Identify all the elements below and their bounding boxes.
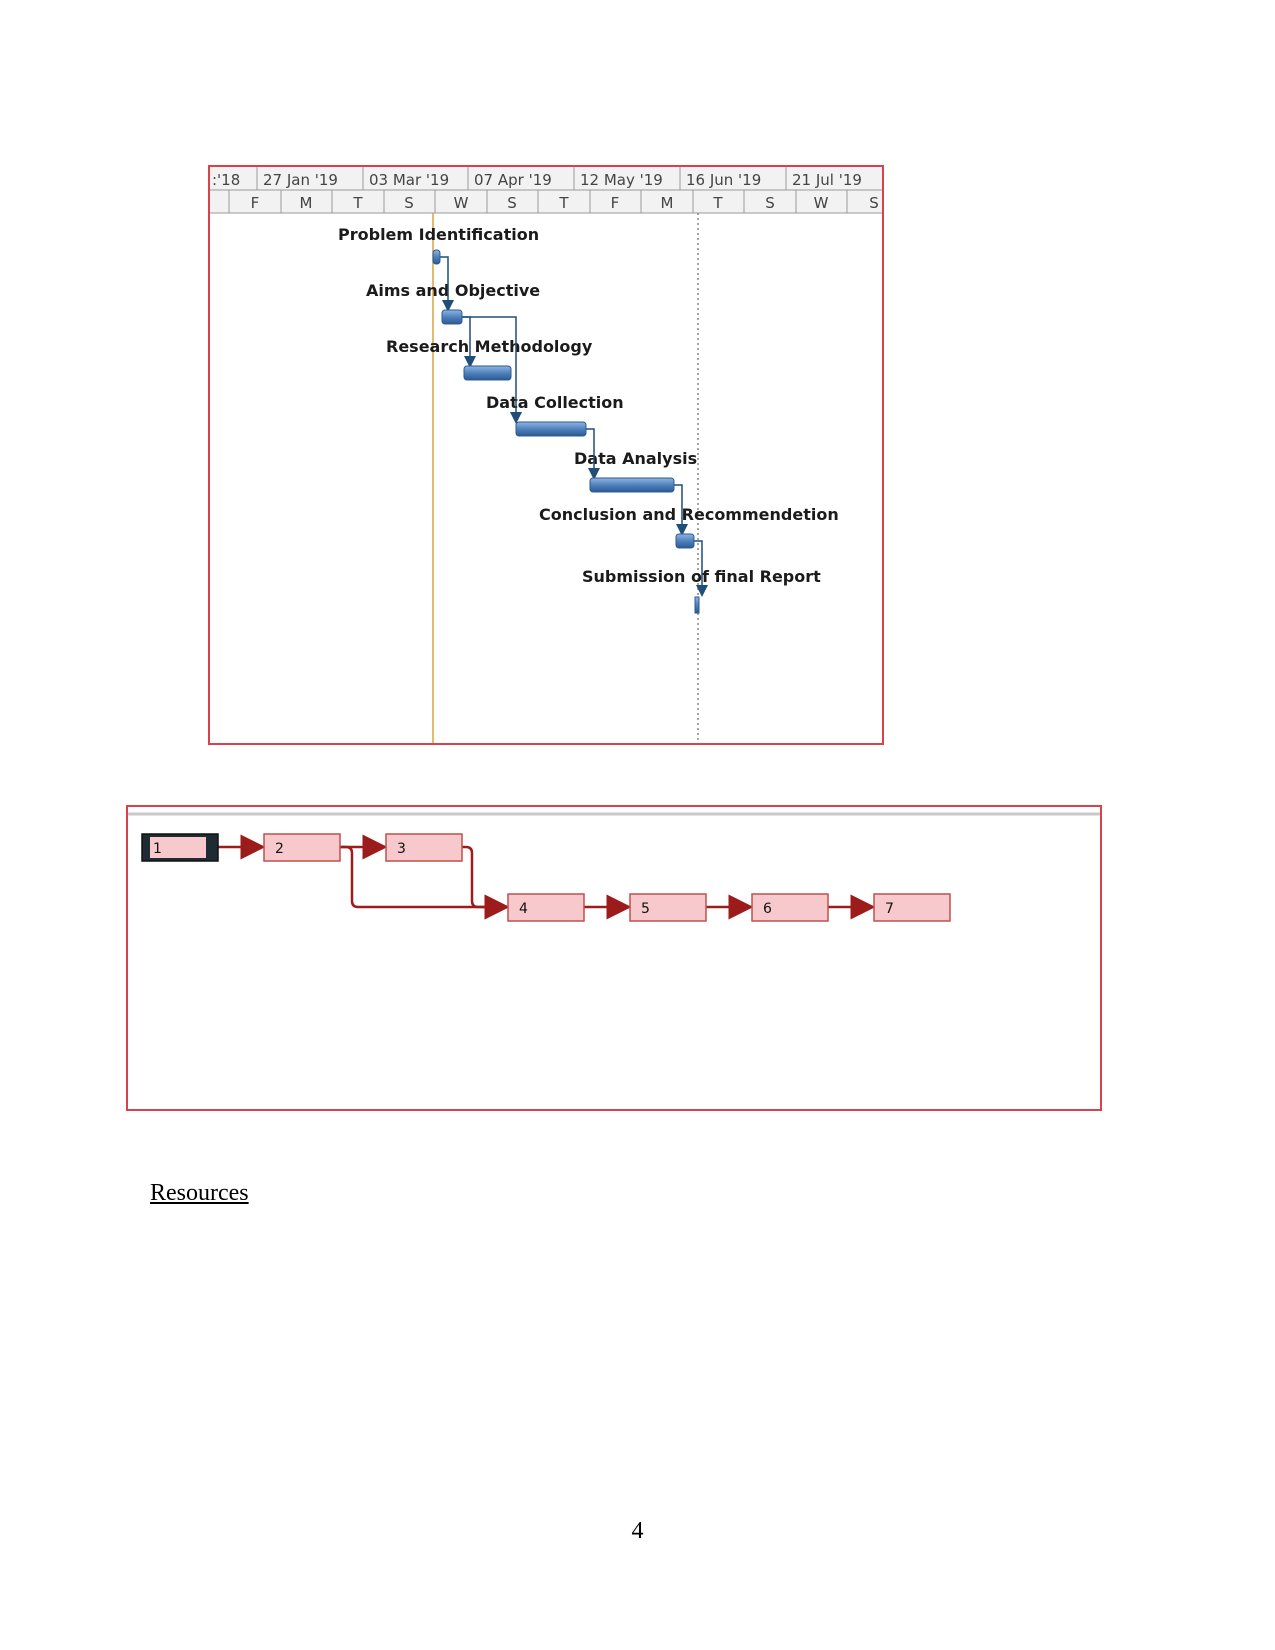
task-label: Research Methodology <box>386 337 593 356</box>
bottom-tick-label: S <box>507 194 517 212</box>
bottom-tick-label: F <box>251 194 260 212</box>
dependency-link <box>694 540 708 597</box>
bottom-tick-label: T <box>558 194 569 212</box>
top-tick-label: 12 May '19 <box>580 171 663 189</box>
gantt-chart: :'18 27 Jan '19 03 Mar '19 07 Apr '19 12… <box>208 165 884 745</box>
top-timescale: :'18 27 Jan '19 03 Mar '19 07 Apr '19 12… <box>212 167 862 190</box>
network-node[interactable]: 4 <box>507 893 585 922</box>
top-tick-label: 27 Jan '19 <box>263 171 338 189</box>
bottom-tick-label: M <box>661 194 674 212</box>
node-label: 5 <box>641 901 650 917</box>
dependency-arrow <box>462 845 510 920</box>
bottom-tick-label: W <box>814 194 829 212</box>
task-label: Data Collection <box>486 393 624 412</box>
bottom-tick-label: S <box>765 194 775 212</box>
task-label: Data Analysis <box>574 449 697 468</box>
dependency-link <box>586 428 600 480</box>
network-node[interactable]: 2 <box>263 833 341 862</box>
dependency-arrow <box>340 845 510 920</box>
dependency-link <box>674 484 688 536</box>
top-tick-label: 03 Mar '19 <box>369 171 449 189</box>
node-label: 6 <box>763 901 772 917</box>
task-label: Conclusion and Recommendetion <box>539 505 839 524</box>
resources-heading: Resources <box>150 1180 249 1206</box>
node-label: 3 <box>397 841 406 857</box>
task-bar[interactable] <box>441 309 463 325</box>
task-label: Aims and Objective <box>366 281 540 300</box>
network-node[interactable]: 5 <box>629 893 707 922</box>
page-number: 4 <box>631 1518 644 1544</box>
task-label: Problem Identification <box>338 225 539 244</box>
node-label: 2 <box>275 841 284 857</box>
task-bar[interactable] <box>515 421 587 437</box>
network-diagram: 1 2 3 4 5 6 7 <box>126 805 1102 1111</box>
top-tick-label: 07 Apr '19 <box>474 171 552 189</box>
task-bar[interactable] <box>694 596 700 614</box>
bottom-tick-label: T <box>712 194 723 212</box>
network-node[interactable]: 3 <box>385 833 463 862</box>
bottom-tick-label: S <box>404 194 414 212</box>
dependency-link <box>462 316 522 424</box>
top-tick-label: 21 Jul '19 <box>792 171 862 189</box>
bottom-tick-label: T <box>352 194 363 212</box>
dependency-link <box>440 256 454 312</box>
task-bar[interactable] <box>675 533 695 549</box>
top-tick-label: :'18 <box>212 171 240 189</box>
node-label: 1 <box>153 841 162 857</box>
node-label: 7 <box>885 901 894 917</box>
task-bar[interactable] <box>463 365 512 381</box>
network-node[interactable]: 6 <box>751 893 829 922</box>
task-bar[interactable] <box>589 477 675 493</box>
network-node[interactable]: 1 <box>141 833 219 862</box>
top-tick-label: 16 Jun '19 <box>686 171 761 189</box>
network-svg: 1 2 3 4 5 6 7 <box>128 812 1100 922</box>
node-label: 4 <box>519 901 528 917</box>
gantt-svg: :'18 27 Jan '19 03 Mar '19 07 Apr '19 12… <box>210 167 882 743</box>
task-bar[interactable] <box>432 249 441 265</box>
bottom-timescale: F M T S W S T F M T S W S <box>228 190 879 213</box>
bottom-tick-label: F <box>611 194 620 212</box>
bottom-tick-label: W <box>454 194 469 212</box>
bottom-tick-label: M <box>300 194 313 212</box>
network-node[interactable]: 7 <box>873 893 951 922</box>
bottom-tick-label: S <box>869 194 879 212</box>
